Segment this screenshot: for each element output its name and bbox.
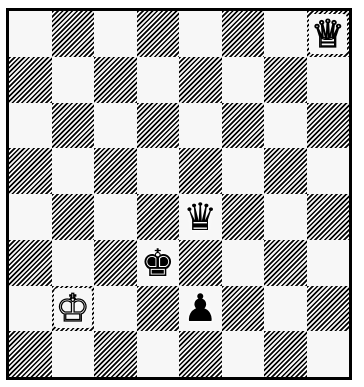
square-h8[interactable]: ♕ bbox=[307, 11, 350, 57]
square-a2[interactable] bbox=[9, 286, 52, 332]
square-c1[interactable] bbox=[94, 331, 137, 377]
square-b5[interactable] bbox=[52, 148, 95, 194]
square-g1[interactable] bbox=[264, 331, 307, 377]
black-pawn-e2-icon[interactable]: ♟ bbox=[183, 289, 217, 327]
square-h2[interactable] bbox=[307, 286, 350, 332]
square-f2[interactable] bbox=[222, 286, 265, 332]
square-c3[interactable] bbox=[94, 240, 137, 286]
square-a8[interactable] bbox=[9, 11, 52, 57]
square-f1[interactable] bbox=[222, 331, 265, 377]
square-f6[interactable] bbox=[222, 103, 265, 149]
square-d4[interactable] bbox=[137, 194, 180, 240]
square-g2[interactable] bbox=[264, 286, 307, 332]
square-e6[interactable] bbox=[179, 103, 222, 149]
square-h3[interactable] bbox=[307, 240, 350, 286]
black-king-d3-wrap: ♚ bbox=[141, 244, 175, 282]
black-queen-e4-wrap: ♛ bbox=[183, 198, 217, 236]
square-e1[interactable] bbox=[179, 331, 222, 377]
black-queen-e4-icon[interactable]: ♛ bbox=[183, 198, 217, 236]
square-d5[interactable] bbox=[137, 148, 180, 194]
square-g7[interactable] bbox=[264, 57, 307, 103]
square-c2[interactable] bbox=[94, 286, 137, 332]
black-pawn-e2-wrap: ♟ bbox=[183, 289, 217, 327]
square-b4[interactable] bbox=[52, 194, 95, 240]
square-f5[interactable] bbox=[222, 148, 265, 194]
square-c5[interactable] bbox=[94, 148, 137, 194]
square-a7[interactable] bbox=[9, 57, 52, 103]
white-king-b2-icon[interactable]: ♔ bbox=[56, 289, 90, 327]
white-queen-h8-wrap: ♕ bbox=[309, 14, 347, 54]
square-a3[interactable] bbox=[9, 240, 52, 286]
square-f4[interactable] bbox=[222, 194, 265, 240]
square-h4[interactable] bbox=[307, 194, 350, 240]
square-h5[interactable] bbox=[307, 148, 350, 194]
white-queen-h8-icon[interactable]: ♕ bbox=[311, 15, 345, 53]
square-f7[interactable] bbox=[222, 57, 265, 103]
chess-board: ♕ ♛♚ ♔ ♟ bbox=[6, 8, 352, 380]
square-d3[interactable]: ♚ bbox=[137, 240, 180, 286]
square-a6[interactable] bbox=[9, 103, 52, 149]
square-a4[interactable] bbox=[9, 194, 52, 240]
square-c8[interactable] bbox=[94, 11, 137, 57]
square-e4[interactable]: ♛ bbox=[179, 194, 222, 240]
black-king-d3-icon[interactable]: ♚ bbox=[141, 244, 175, 282]
square-b8[interactable] bbox=[52, 11, 95, 57]
square-e2[interactable]: ♟ bbox=[179, 286, 222, 332]
square-h6[interactable] bbox=[307, 103, 350, 149]
square-b1[interactable] bbox=[52, 331, 95, 377]
white-king-b2-wrap: ♔ bbox=[54, 288, 92, 328]
square-a5[interactable] bbox=[9, 148, 52, 194]
square-e7[interactable] bbox=[179, 57, 222, 103]
square-g4[interactable] bbox=[264, 194, 307, 240]
square-e8[interactable] bbox=[179, 11, 222, 57]
square-h1[interactable] bbox=[307, 331, 350, 377]
square-b2[interactable]: ♔ bbox=[52, 286, 95, 332]
square-h7[interactable] bbox=[307, 57, 350, 103]
square-b6[interactable] bbox=[52, 103, 95, 149]
square-g8[interactable] bbox=[264, 11, 307, 57]
square-c4[interactable] bbox=[94, 194, 137, 240]
square-d7[interactable] bbox=[137, 57, 180, 103]
square-e5[interactable] bbox=[179, 148, 222, 194]
square-d2[interactable] bbox=[137, 286, 180, 332]
square-g6[interactable] bbox=[264, 103, 307, 149]
square-b3[interactable] bbox=[52, 240, 95, 286]
square-d1[interactable] bbox=[137, 331, 180, 377]
square-g5[interactable] bbox=[264, 148, 307, 194]
square-b7[interactable] bbox=[52, 57, 95, 103]
square-g3[interactable] bbox=[264, 240, 307, 286]
square-f3[interactable] bbox=[222, 240, 265, 286]
square-e3[interactable] bbox=[179, 240, 222, 286]
square-a1[interactable] bbox=[9, 331, 52, 377]
square-d6[interactable] bbox=[137, 103, 180, 149]
square-f8[interactable] bbox=[222, 11, 265, 57]
square-c6[interactable] bbox=[94, 103, 137, 149]
square-d8[interactable] bbox=[137, 11, 180, 57]
square-c7[interactable] bbox=[94, 57, 137, 103]
